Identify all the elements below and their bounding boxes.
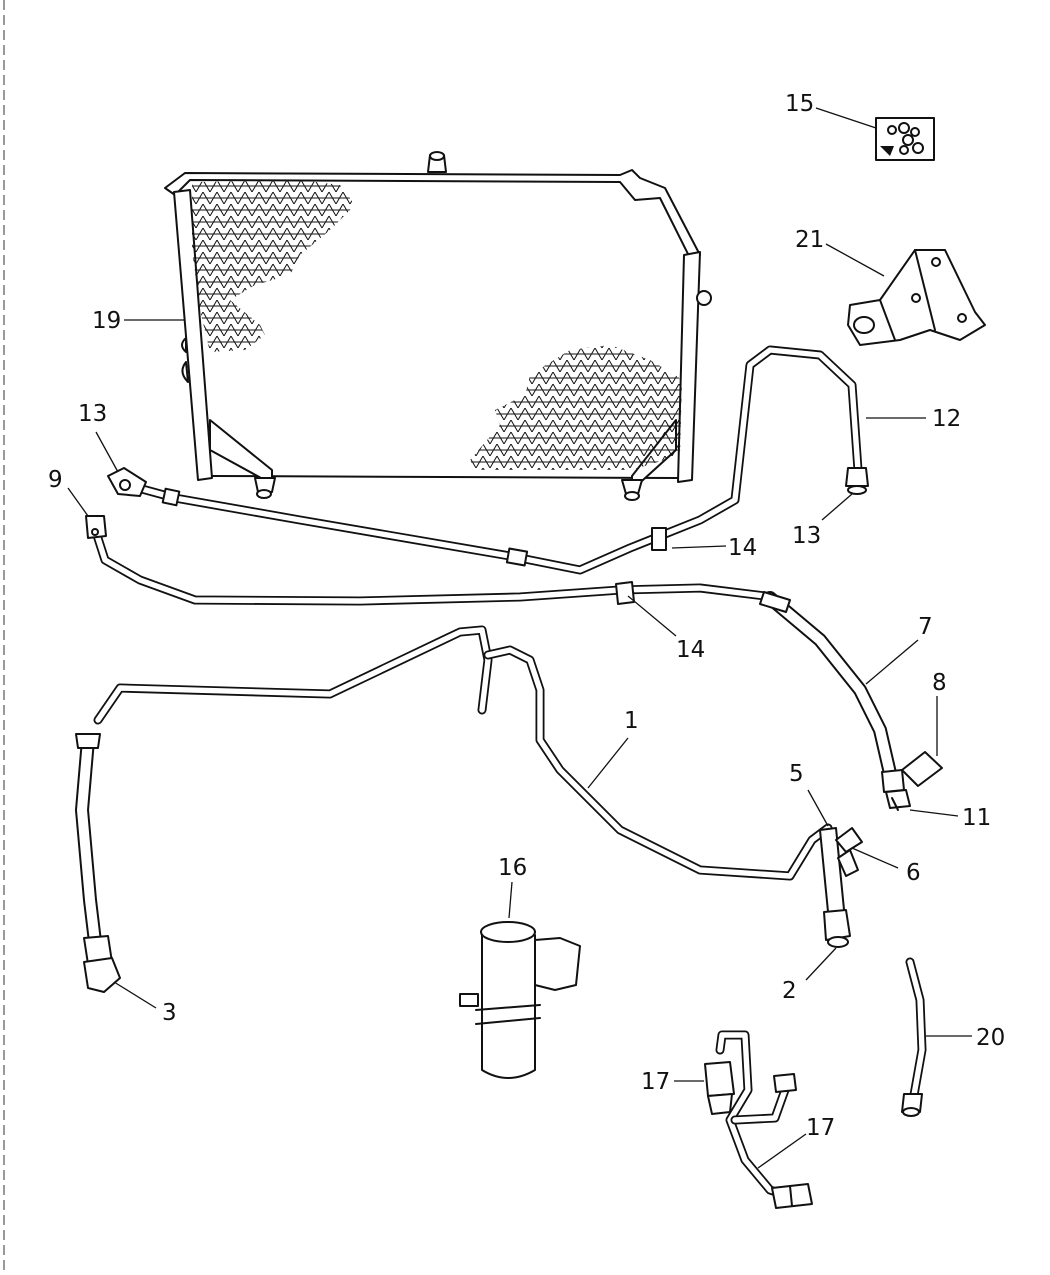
condenser [164, 151, 712, 501]
callout-11: 11 [962, 805, 991, 831]
condenser-fins-lower [470, 345, 682, 470]
bracket [847, 249, 986, 346]
callout-14-lower: 14 [676, 637, 705, 663]
callout-20: 20 [976, 1025, 1005, 1051]
callout-15: 16 [498, 855, 527, 881]
callout-17-left: 17 [641, 1069, 670, 1095]
callouts: 15 21 19 13 9 12 13 14 14 7 8 11 1 5 6 2… [48, 91, 1005, 1141]
accumulator [459, 921, 581, 1079]
oring-kit [875, 117, 935, 161]
callout-14-upper: 14 [728, 535, 757, 561]
callout-2: 2 [782, 978, 797, 1004]
callout-6: 6 [906, 860, 921, 886]
callout-16: 15 [785, 91, 814, 117]
callout-13-left: 13 [78, 401, 107, 427]
callout-5: 5 [789, 761, 804, 787]
callout-7: 7 [918, 614, 933, 640]
condenser-fins-upper [192, 180, 355, 352]
liquid-line [85, 515, 943, 811]
callout-19: 19 [92, 308, 121, 334]
wiring-harness [704, 1030, 813, 1209]
discharge-line [107, 345, 869, 575]
callout-12: 12 [932, 406, 961, 432]
callout-9: 9 [48, 467, 63, 493]
callout-13-right: 13 [792, 523, 821, 549]
leader-lines [67, 107, 972, 1169]
drain-hose [901, 957, 927, 1117]
suction-line [75, 625, 863, 993]
callout-1: 1 [624, 708, 639, 734]
callout-17-right: 17 [806, 1115, 835, 1141]
callout-3: 3 [162, 1000, 177, 1026]
callout-8: 8 [932, 670, 947, 696]
callout-21: 21 [795, 227, 824, 253]
